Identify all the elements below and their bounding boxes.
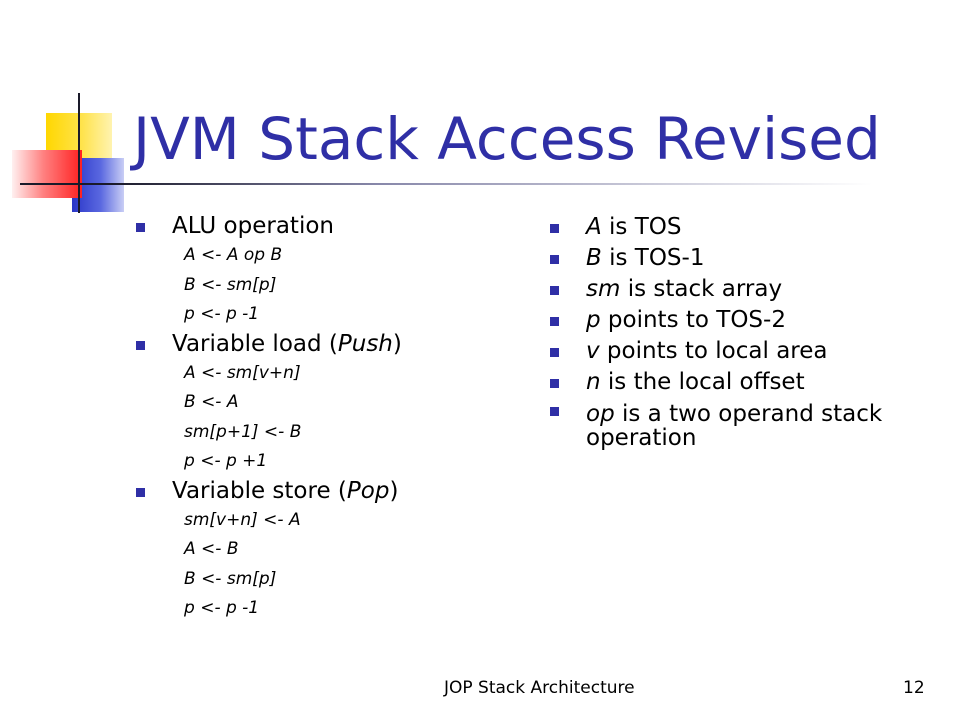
title-underline xyxy=(112,183,872,185)
sub-line: A <- B xyxy=(184,539,239,559)
square-bullet-icon xyxy=(136,340,145,350)
square-bullet-icon xyxy=(550,286,559,295)
square-bullet-icon xyxy=(550,224,559,233)
section-heading: Variable store ( xyxy=(172,477,347,504)
definition-desc: is TOS xyxy=(601,214,682,240)
sub-line: B <- sm[p] xyxy=(184,568,277,589)
sub-line: p <- p +1 xyxy=(184,451,268,471)
sub-line: A <- sm[v+n] xyxy=(184,362,301,383)
right-column: A is TOS B is TOS-1 sm is stack array p … xyxy=(550,212,910,450)
sub-line: p <- p -1 xyxy=(184,598,260,618)
sub-line: sm[v+n] <- A xyxy=(184,509,301,530)
definition-term: n xyxy=(586,369,601,395)
section-heading-emphasis: Pop xyxy=(346,477,390,504)
definition-term: op xyxy=(586,401,615,427)
section-heading-emphasis: Push xyxy=(337,330,393,357)
sub-line: B <- sm[p] xyxy=(184,274,277,295)
square-bullet-icon xyxy=(550,255,559,264)
horizontal-line-decoration xyxy=(20,183,180,185)
section-heading-end: ) xyxy=(392,330,402,357)
definition-desc: is TOS-1 xyxy=(601,245,705,271)
section-heading: Variable load ( xyxy=(172,330,338,357)
left-column: ALU operation A <- A op B B <- sm[p] p <… xyxy=(136,212,496,624)
sub-line: sm[p+1] <- B xyxy=(184,421,302,442)
definition-desc: points to local area xyxy=(599,338,828,364)
definition-item: sm is stack array xyxy=(550,274,910,305)
section-heading: ALU operation xyxy=(172,213,334,239)
definition-item: v points to local area xyxy=(550,336,910,367)
square-bullet-icon xyxy=(550,407,559,416)
vertical-line-decoration xyxy=(78,93,80,213)
definition-desc: is a two operand stack operation xyxy=(586,401,883,451)
definition-term: sm xyxy=(586,276,621,302)
square-bullet-icon xyxy=(550,317,559,326)
definition-term: A xyxy=(586,214,602,240)
square-bullet-icon xyxy=(136,487,145,497)
sub-line: A <- A op B xyxy=(184,245,283,265)
definition-item: p points to TOS-2 xyxy=(550,305,910,336)
definition-desc: is stack array xyxy=(620,276,783,302)
definition-item: A is TOS xyxy=(550,212,910,243)
definition-term: B xyxy=(586,245,602,271)
page-number: 12 xyxy=(903,678,925,698)
definition-item: B is TOS-1 xyxy=(550,243,910,274)
square-bullet-icon xyxy=(550,348,559,357)
footer-title: JOP Stack Architecture xyxy=(444,678,635,698)
red-square-decoration xyxy=(12,150,82,198)
definition-term: p xyxy=(586,307,601,333)
section-heading-end: ) xyxy=(389,477,399,504)
square-bullet-icon xyxy=(136,223,145,232)
definition-item: op is a two operand stack operation xyxy=(550,398,910,450)
definition-item: n is the local offset xyxy=(550,367,910,398)
definition-term: v xyxy=(586,338,600,364)
bullet-alu-operation: ALU operation xyxy=(136,212,496,241)
bullet-variable-load: Variable load (Push) xyxy=(136,330,496,359)
slide-title: JVM Stack Access Revised xyxy=(133,105,881,173)
definition-desc: points to TOS-2 xyxy=(600,307,786,333)
sub-line: B <- A xyxy=(184,392,239,412)
definition-desc: is the local offset xyxy=(600,369,805,395)
sub-line: p <- p -1 xyxy=(184,304,260,324)
square-bullet-icon xyxy=(550,379,559,388)
bullet-variable-store: Variable store (Pop) xyxy=(136,477,496,506)
